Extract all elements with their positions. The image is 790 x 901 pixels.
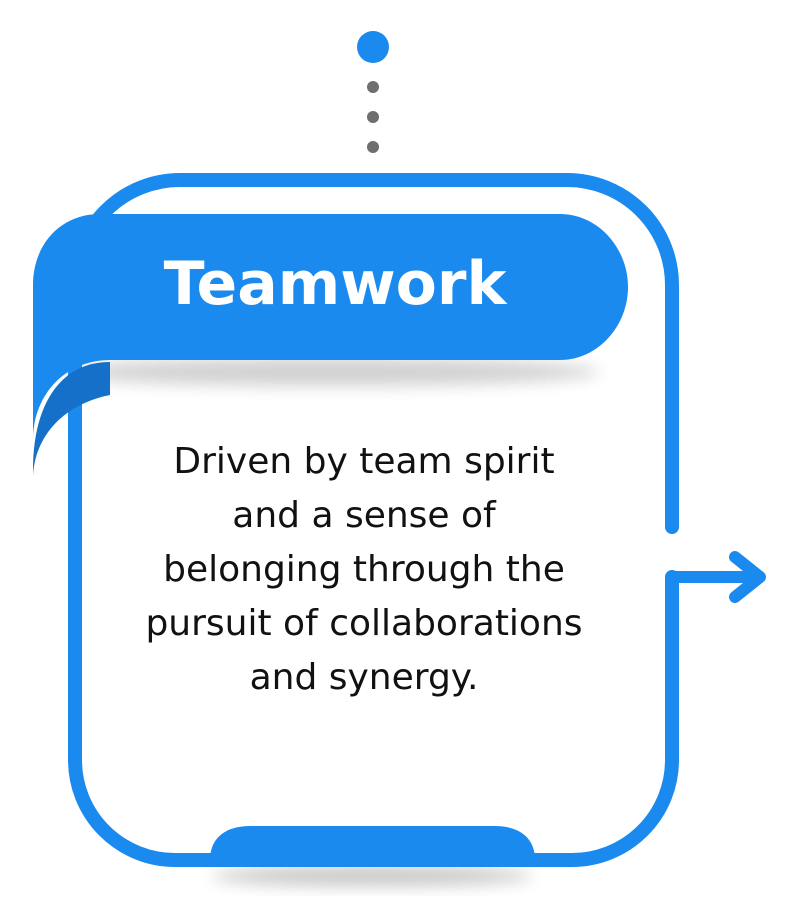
banner-fold (33, 362, 110, 480)
bottom-tab-shadow (212, 866, 532, 886)
bottom-tab (210, 826, 535, 866)
arrow-right-icon (666, 551, 766, 603)
card-title: Teamwork (164, 249, 509, 319)
card-description: Driven by team spirit and a sense of bel… (145, 441, 582, 698)
connector-node (357, 31, 389, 63)
description-line: and synergy. (250, 657, 479, 698)
title-banner (33, 214, 628, 440)
banner-shadow (60, 358, 600, 386)
connector-dot (367, 111, 379, 123)
connector-dot (367, 81, 379, 93)
description-line: pursuit of collaborations (145, 603, 582, 644)
description-line: belonging through the (163, 549, 565, 590)
connector-dot (367, 141, 379, 153)
description-line: and a sense of (232, 495, 497, 536)
top-connector (357, 31, 389, 153)
description-line: Driven by team spirit (173, 441, 554, 482)
